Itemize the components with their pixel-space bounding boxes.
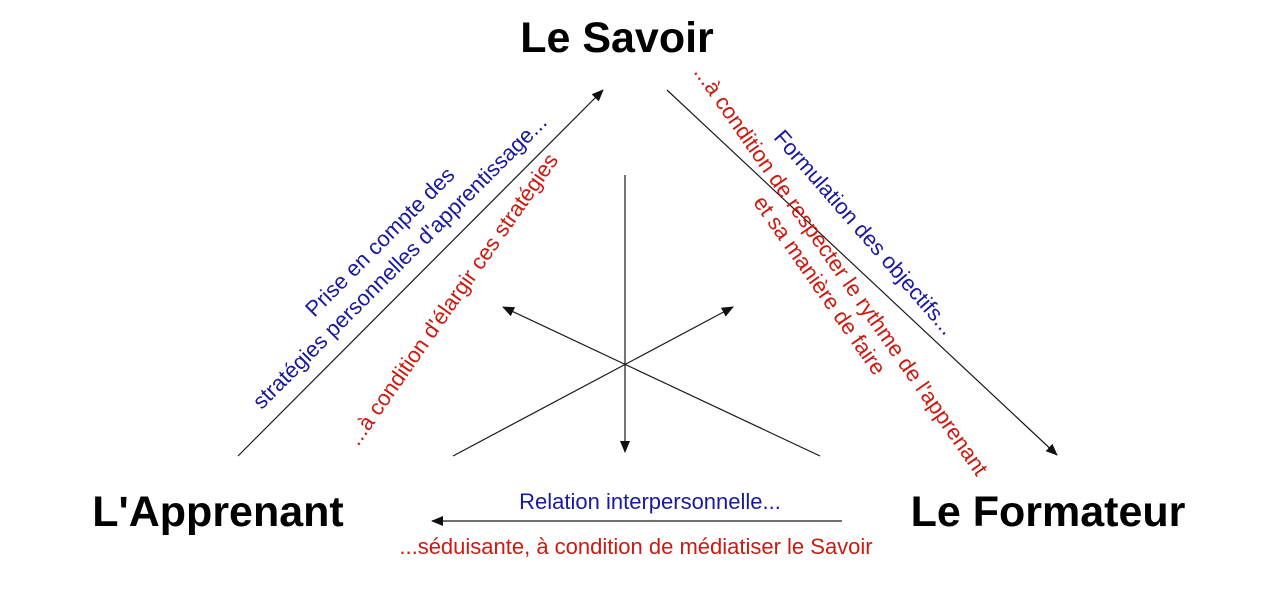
arrow-apprenant-to-savoir — [237, 89, 604, 457]
right-red-label-line1: ...à condition de respecter le rythme de… — [689, 61, 993, 480]
bottom-blue-label: Relation interpersonnelle... — [519, 489, 781, 514]
node-l-apprenant: L'Apprenant — [92, 488, 344, 536]
arrow-savoir-to-formateur — [666, 89, 1058, 456]
inner-arrow-to-upper-right — [452, 306, 734, 457]
inner-arrow-to-upper-left — [502, 306, 821, 457]
node-le-savoir: Le Savoir — [520, 14, 714, 62]
bottom-red-label: ...séduisante, à condition de médiatiser… — [399, 534, 872, 559]
node-le-formateur: Le Formateur — [911, 488, 1186, 536]
